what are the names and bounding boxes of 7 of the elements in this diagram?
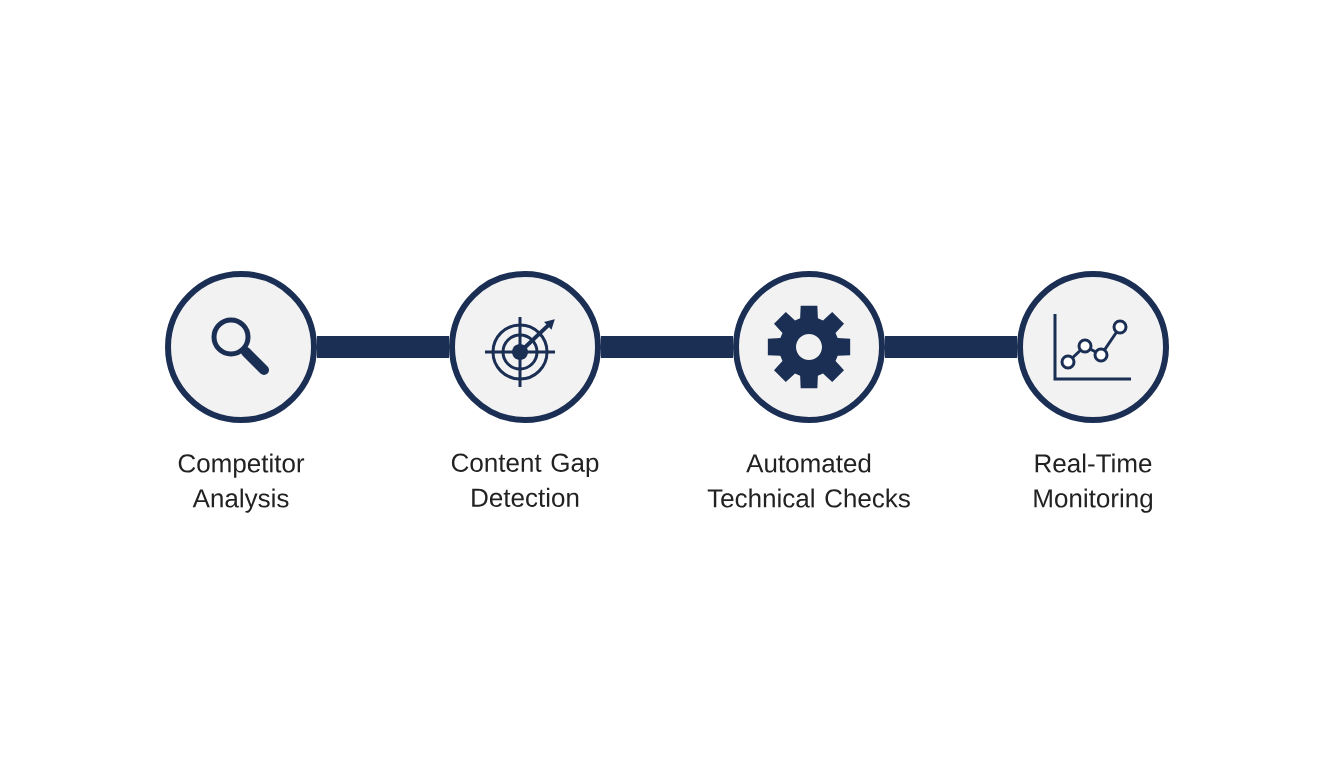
step-label: Competitor Analysis bbox=[178, 453, 305, 513]
connector-bar bbox=[601, 336, 733, 358]
step-label: Real-Time Monitoring bbox=[1034, 453, 1152, 513]
connector-bar bbox=[317, 336, 449, 358]
step-label: Content Gap Detection bbox=[451, 453, 599, 507]
connector-bar bbox=[885, 336, 1017, 358]
step-label: Automated Technical Checks bbox=[707, 453, 910, 508]
